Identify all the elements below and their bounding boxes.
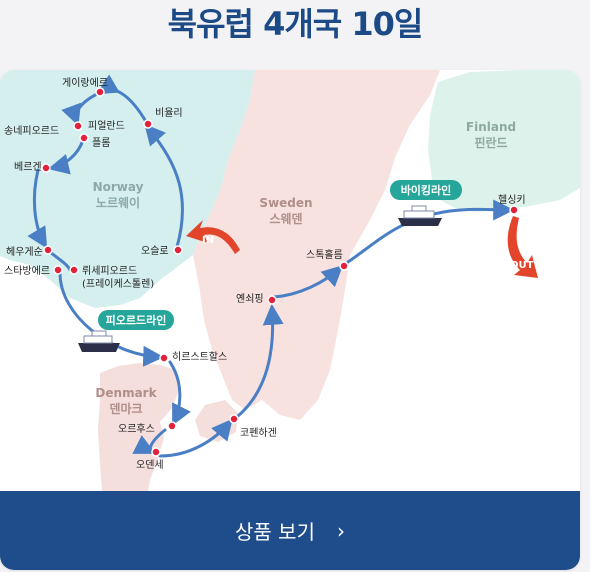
- svg-text:핀란드: 핀란드: [474, 135, 507, 150]
- route-aarhus-odense: [132, 428, 167, 454]
- sweden-land: [193, 70, 440, 420]
- city-label-jonkoping: 옌쇠핑: [236, 293, 264, 305]
- svg-text:스웨덴: 스웨덴: [269, 211, 302, 226]
- city-label-geiranger: 게이랑에르: [62, 77, 108, 89]
- city-label-stockholm: 스톡홀름: [306, 248, 343, 261]
- city-dot-stavanger: [53, 265, 63, 275]
- svg-text:바이킹라인: 바이킹라인: [401, 183, 452, 197]
- svg-text:Norway: Norway: [93, 180, 144, 194]
- svg-text:덴마크: 덴마크: [109, 401, 142, 416]
- in-arrow: IN: [186, 220, 240, 254]
- city-dot-hirtshals: [159, 353, 169, 363]
- city-dot-oslo: [173, 245, 183, 255]
- svg-text:OUT: OUT: [510, 260, 534, 271]
- city-label-aarhus: 오르후스: [118, 423, 155, 435]
- city-label-songnefjord: 송네피오르드: [4, 125, 59, 137]
- city-dot-odense: [151, 447, 161, 457]
- city-label-lysefjord-sub: (프레이케스톨렌): [82, 278, 154, 290]
- city-label-flam: 플롬: [92, 137, 110, 149]
- city-label-odense: 오덴세: [136, 459, 164, 471]
- route-map-card: Norway 노르웨이 Sweden 스웨덴 Finland 핀란드 Denma…: [0, 70, 580, 570]
- city-dot-jonkoping: [267, 295, 277, 305]
- country-label-denmark: Denmark 덴마크: [95, 386, 157, 416]
- route-flam-bergen: [47, 138, 85, 175]
- country-label-finland: Finland 핀란드: [466, 120, 516, 150]
- norway-land: [0, 70, 255, 308]
- route-lines: [27, 74, 515, 458]
- svg-text:Finland: Finland: [466, 120, 516, 134]
- city-dot-aarhus: [167, 421, 177, 431]
- route-geiranger-fjaerland: [61, 92, 99, 126]
- city-label-hirtshals: 히르스트할스: [172, 351, 227, 363]
- city-dot-fjaerland: [73, 121, 83, 131]
- route-oslo-otta: [144, 123, 184, 249]
- country-label-norway: Norway 노르웨이: [93, 180, 144, 210]
- city-dot-geiranger: [95, 87, 105, 97]
- city-dot-flam: [79, 133, 89, 143]
- city-dot-otta: [143, 119, 153, 129]
- city-label-helsinki: 헬싱키: [498, 194, 526, 206]
- route-odense-copenhagen: [158, 418, 233, 458]
- out-arrow: OUT: [507, 216, 538, 278]
- city-label-lysefjord: 뤼세피오르드: [82, 265, 137, 277]
- city-dot-helsinki: [509, 205, 519, 215]
- country-label-sweden: Sweden 스웨덴: [259, 196, 312, 226]
- route-stockholm-helsinki: [346, 199, 515, 264]
- city-labels: 게이랑에르 송네피오르드 피얼란드 플롬 베르겐 비율리 오슬로 헤우게순 스타…: [4, 77, 526, 471]
- city-dot-stockholm: [339, 261, 349, 271]
- chevron-right-icon: ›: [336, 518, 345, 543]
- finland-land: [428, 70, 580, 212]
- ship-icon-viking-line: [398, 205, 442, 226]
- route-stavanger-hirtshals: [58, 271, 165, 367]
- svg-text:IN: IN: [202, 235, 214, 246]
- svg-text:Denmark: Denmark: [95, 386, 157, 400]
- city-label-otta: 비율리: [155, 107, 183, 119]
- route-hirtshals-aarhus: [168, 360, 191, 426]
- svg-text:노르웨이: 노르웨이: [96, 195, 140, 210]
- svg-text:피오르드라인: 피오르드라인: [106, 313, 167, 327]
- city-label-oslo: 오슬로: [141, 245, 169, 257]
- route-jonkoping-stockholm: [272, 265, 344, 299]
- city-label-copenhagen: 코펜하겐: [240, 426, 277, 439]
- view-product-button[interactable]: 상품 보기 ›: [0, 491, 580, 570]
- ship-icon-fjord-line: [78, 330, 120, 352]
- route-bergen-haugesund: [27, 168, 48, 249]
- city-label-stavanger: 스타방에르: [4, 265, 50, 277]
- svg-text:Sweden: Sweden: [259, 196, 312, 210]
- route-map: Norway 노르웨이 Sweden 스웨덴 Finland 핀란드 Denma…: [0, 70, 580, 491]
- badge-fjord-line: 피오르드라인: [98, 310, 174, 330]
- badge-viking-line: 바이킹라인: [390, 180, 462, 200]
- city-label-bergen: 베르겐: [14, 161, 42, 173]
- view-product-label: 상품 보기: [235, 520, 315, 544]
- city-dot-haugesund: [43, 245, 53, 255]
- city-label-fjaerland: 피얼란드: [88, 120, 125, 132]
- page-title: 북유럽 4개국 10일: [167, 5, 424, 43]
- route-haugesund-stavanger: [48, 250, 72, 272]
- denmark-land: [98, 363, 180, 491]
- city-dot-copenhagen: [229, 414, 239, 424]
- city-label-haugesund: 헤우게순: [6, 246, 43, 258]
- city-dot-lysefjord: [69, 265, 79, 275]
- city-dots: [41, 87, 519, 457]
- city-dot-bergen: [41, 163, 51, 173]
- route-copenhagen-jonkoping: [236, 303, 284, 418]
